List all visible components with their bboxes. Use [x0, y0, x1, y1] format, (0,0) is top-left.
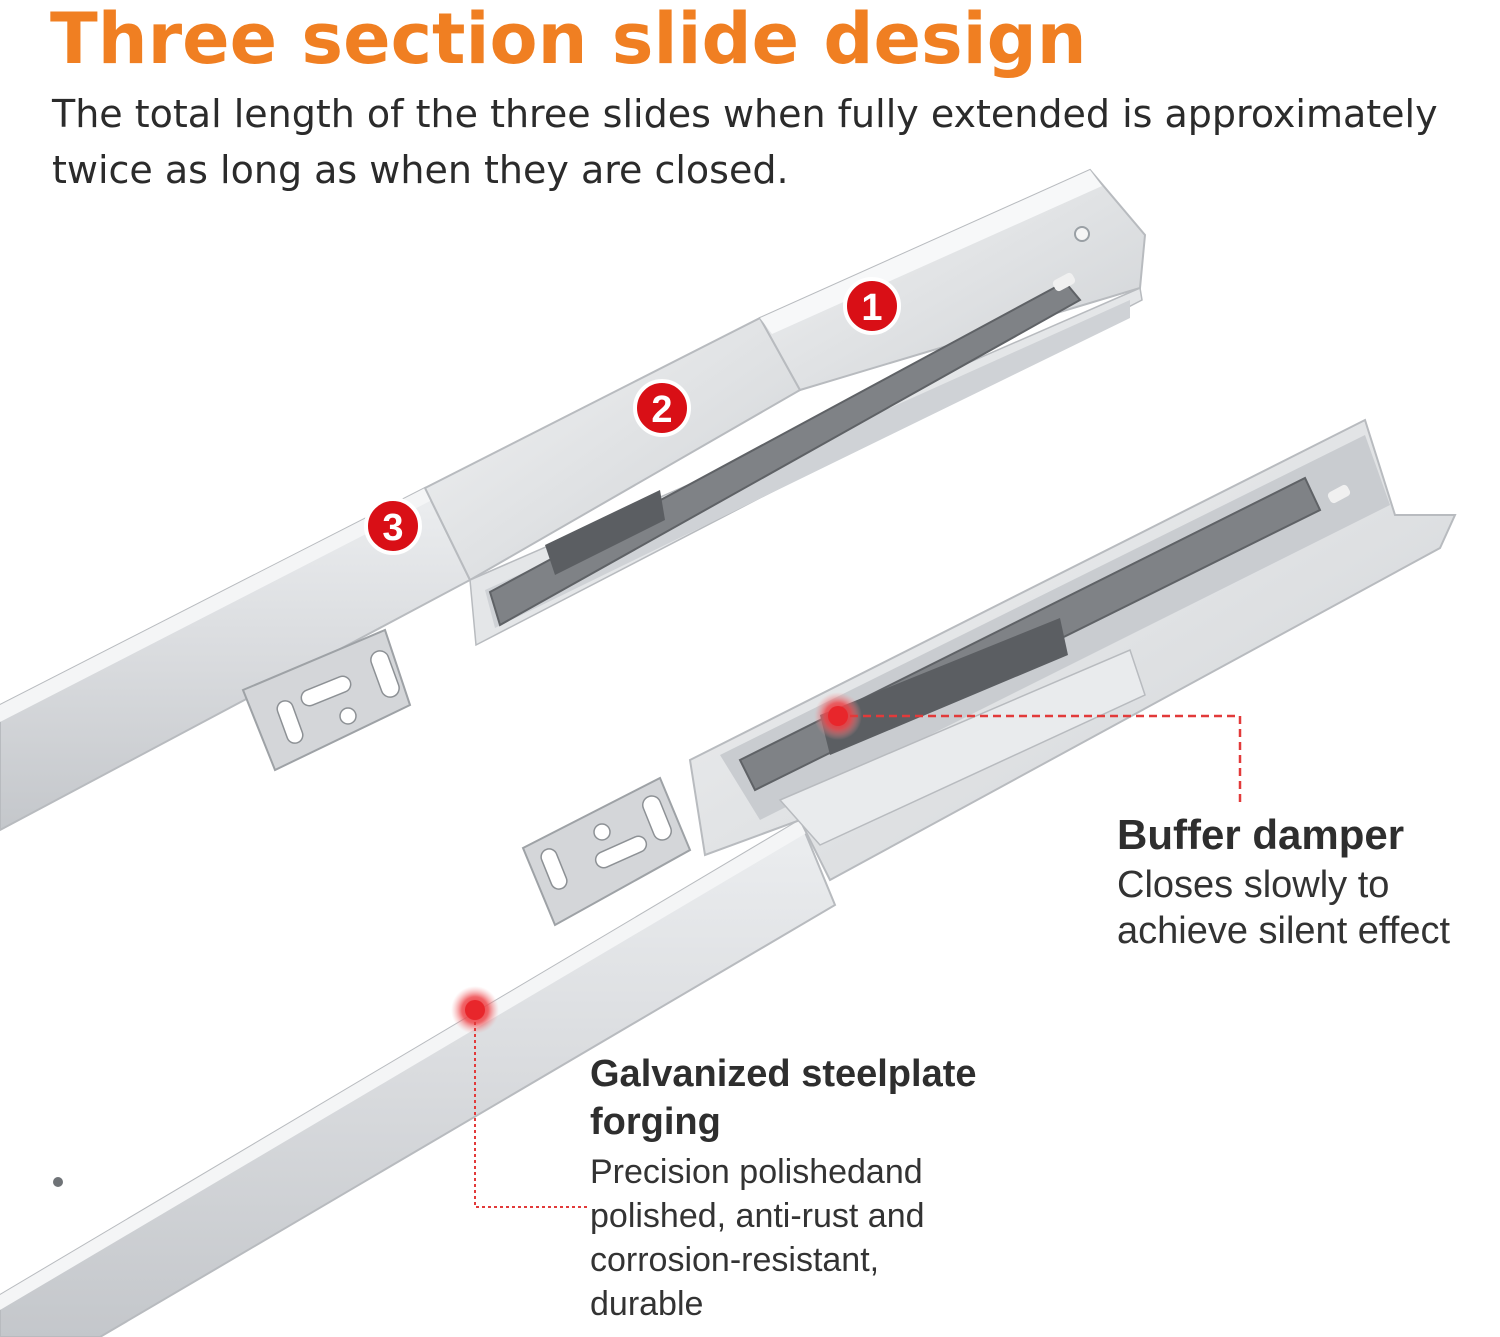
damper-leader-line [850, 714, 1242, 805]
page-subtitle: The total length of the three slides whe… [52, 92, 1438, 192]
buffer-damper-line-1: Closes slowly to [1117, 864, 1390, 906]
lower-slide [0, 418, 1457, 1337]
steelplate-description: Precision polishedand polished, anti-rus… [590, 1150, 925, 1326]
marker-3-label: 3 [382, 507, 403, 549]
upper-slide [0, 168, 1147, 832]
steelplate-line-3: corrosion-resistant, [590, 1241, 880, 1279]
steelplate-title-line-2: forging [590, 1101, 721, 1143]
buffer-damper-line-2: achieve silent effect [1117, 910, 1451, 952]
upper-damper-unit [488, 280, 1082, 627]
steelplate-title: Galvanized steelplate forging [590, 1050, 977, 1146]
steelplate-title-line-1: Galvanized steelplate [590, 1053, 977, 1095]
steel-leader-line [474, 1022, 588, 1208]
marker-3: 3 [364, 497, 422, 555]
marker-2: 2 [633, 379, 691, 437]
steelplate-line-4: durable [590, 1285, 704, 1323]
marker-1: 1 [843, 277, 901, 335]
lower-slide-outer-member [0, 818, 837, 1337]
buffer-damper-title: Buffer damper [1117, 811, 1405, 858]
steelplate-line-2: polished, anti-rust and [590, 1197, 925, 1235]
steelplate-line-1: Precision polishedand [590, 1153, 923, 1191]
page-title: Three section slide design [50, 0, 1087, 80]
buffer-damper-description: Closes slowly to achieve silent effect [1117, 862, 1450, 954]
marker-2-label: 2 [651, 389, 672, 431]
marker-1-label: 1 [861, 287, 882, 329]
